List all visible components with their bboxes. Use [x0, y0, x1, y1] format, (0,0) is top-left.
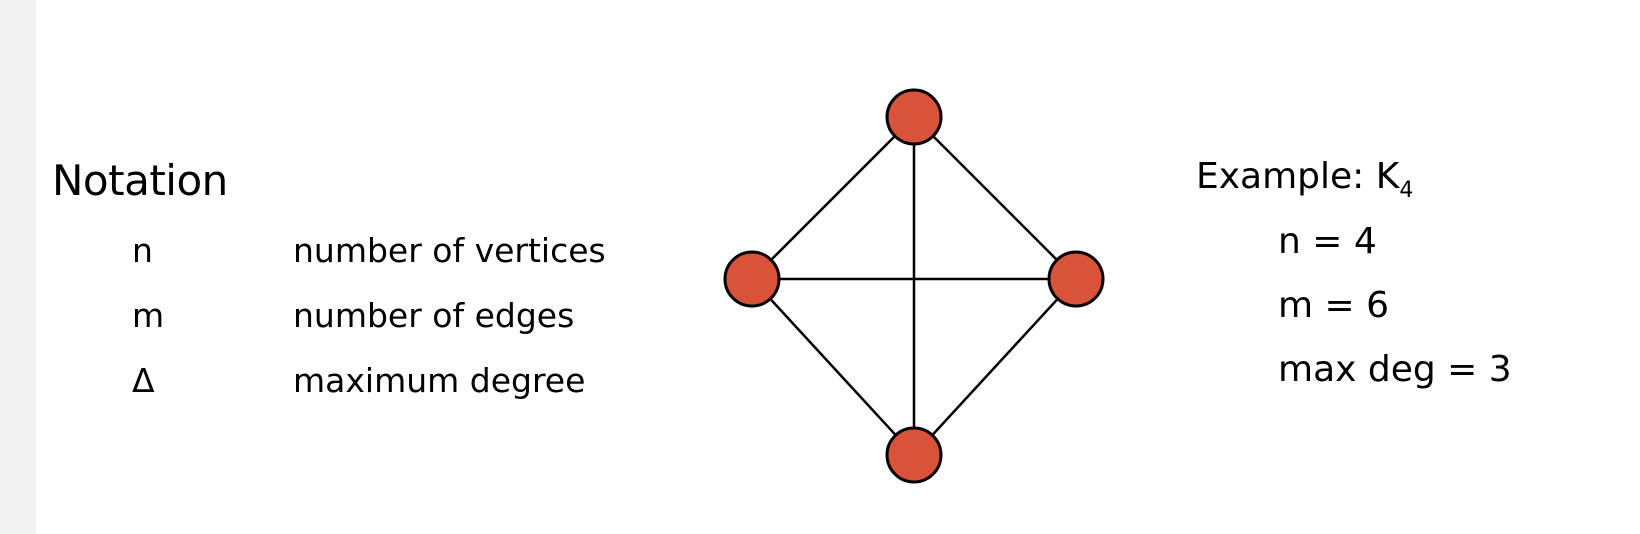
- edge-right-bottom: [913, 278, 1077, 456]
- example-row-max-deg: max deg = 3: [1278, 349, 1512, 390]
- edge-left-bottom: [751, 278, 915, 456]
- graph-vertices: [723, 88, 1105, 484]
- vertex-bottom: [885, 426, 943, 484]
- vertex-left: [723, 250, 781, 308]
- example-row-m: m = 6: [1278, 285, 1390, 326]
- notation-row-max-degree: Δ maximum degree: [0, 359, 700, 403]
- notation-row-vertices: n number of vertices: [0, 229, 700, 273]
- notation-symbol: Δ: [132, 361, 155, 400]
- notation-row-edges: m number of edges: [0, 294, 700, 338]
- edge-top-right: [913, 116, 1077, 280]
- notation-description: maximum degree: [293, 361, 586, 400]
- example-title-subscript: 4: [1399, 178, 1414, 203]
- left-margin-strip: [0, 0, 36, 534]
- graph-edges: [751, 116, 1077, 456]
- notation-description: number of edges: [293, 296, 575, 335]
- example-title-prefix: Example: K: [1196, 156, 1400, 197]
- notation-symbol: m: [132, 296, 165, 335]
- notation-symbol: n: [132, 231, 153, 270]
- vertex-top: [885, 88, 943, 146]
- edge-top-left: [751, 116, 915, 280]
- example-row-n: n = 4: [1278, 221, 1377, 262]
- vertex-right: [1047, 250, 1105, 308]
- notation-description: number of vertices: [293, 231, 606, 270]
- notation-title: Notation: [52, 156, 228, 205]
- example-title: Example: K4: [1196, 155, 1413, 202]
